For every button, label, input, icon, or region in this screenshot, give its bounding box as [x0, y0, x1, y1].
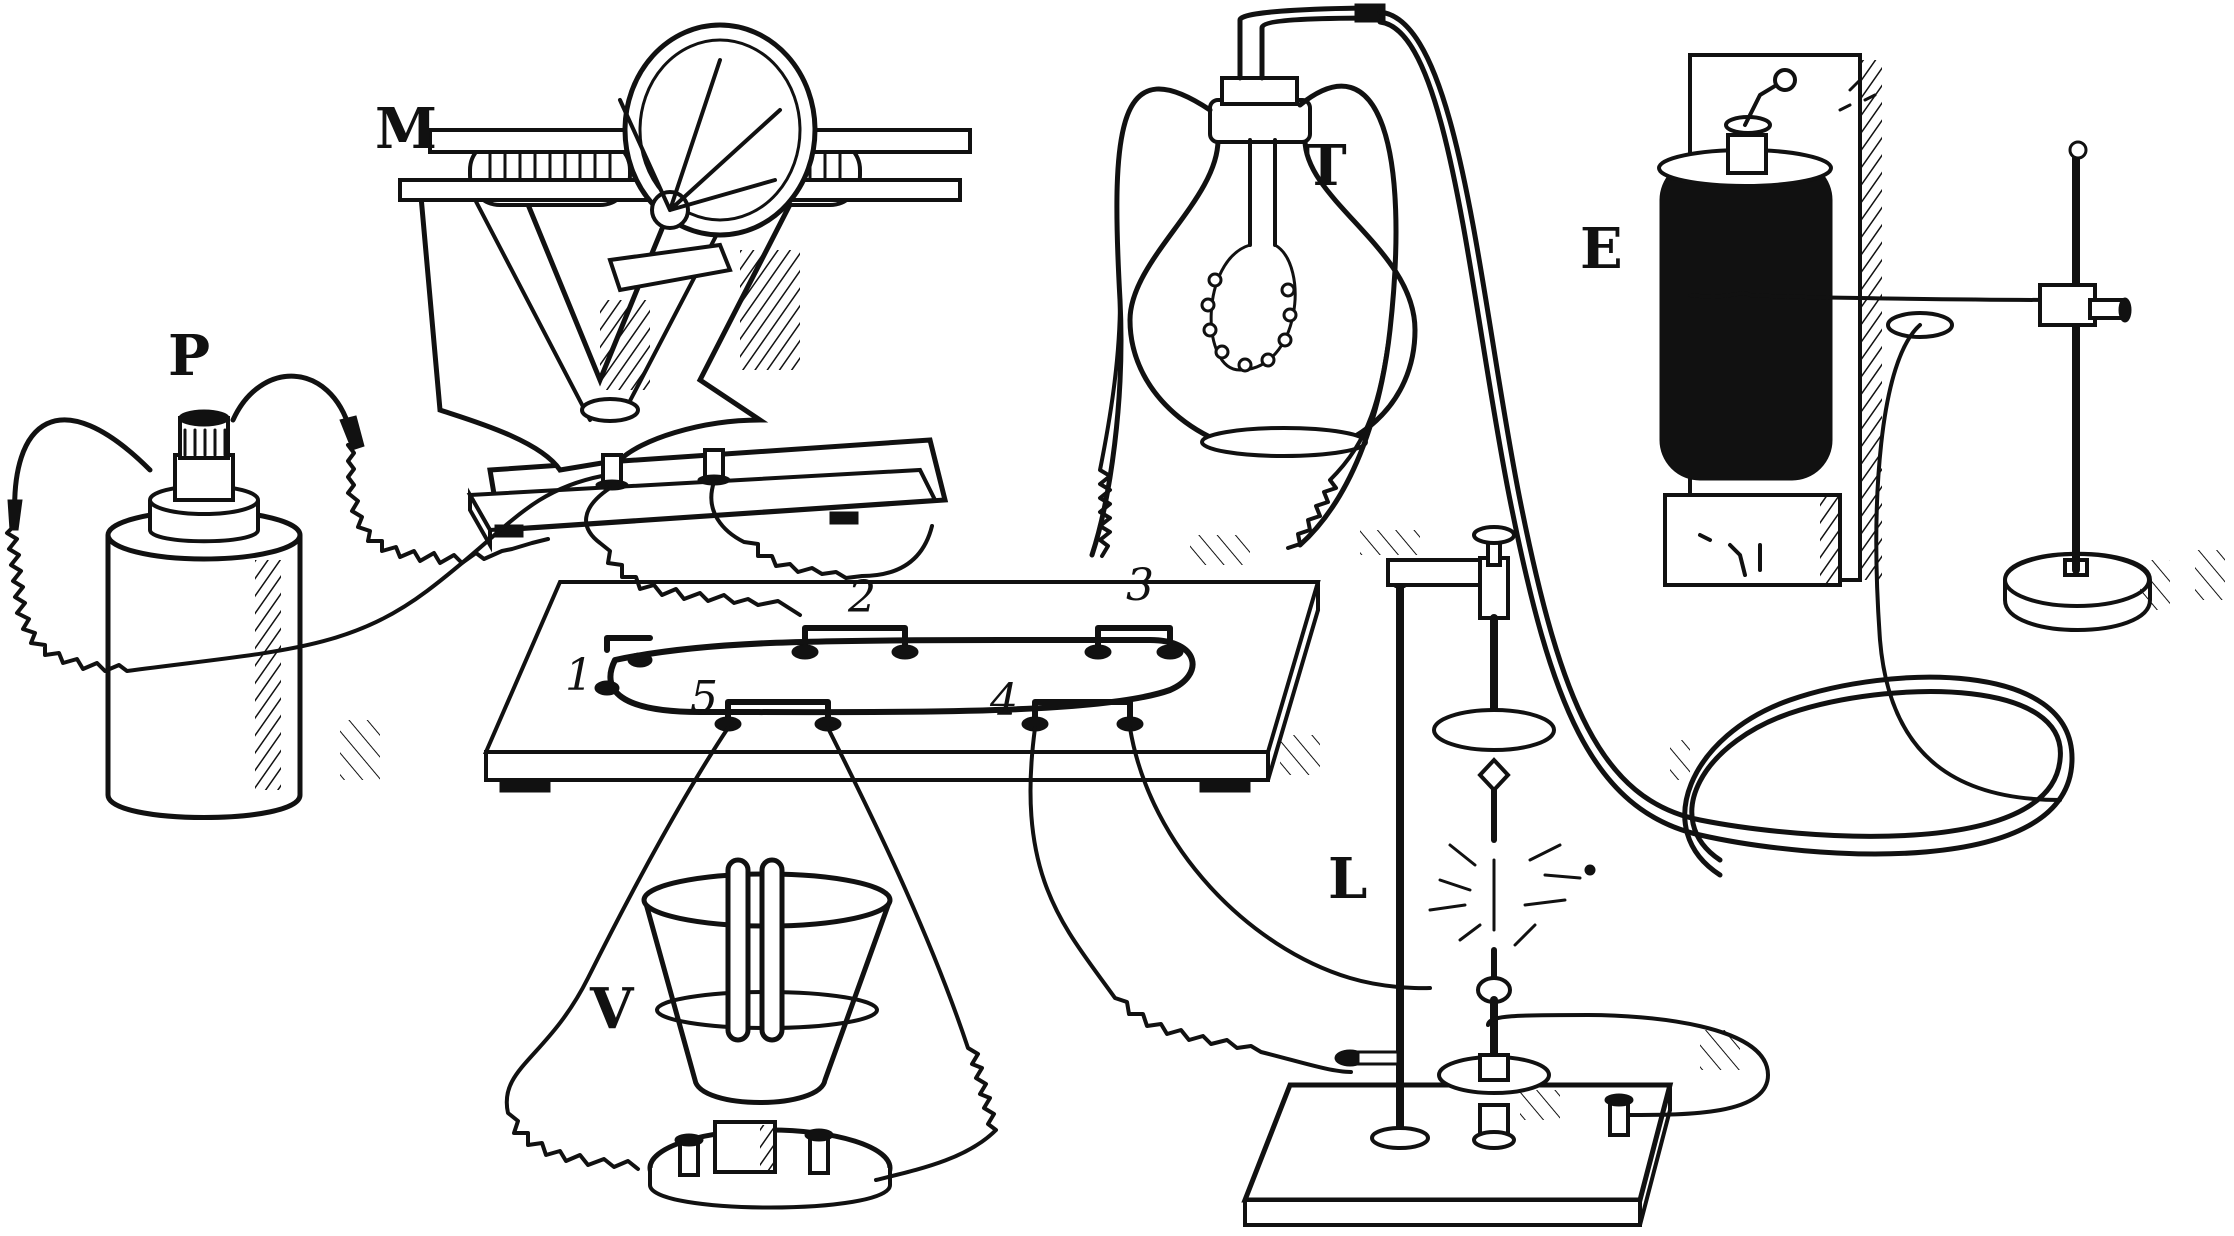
electrophorus: [1657, 53, 1882, 587]
battery-cell: [7, 373, 365, 820]
magneto-machine: [398, 22, 972, 553]
terminal-label-5: 5: [690, 672, 718, 723]
terminal-label-1: 1: [565, 650, 593, 701]
label-voltameter: V: [589, 976, 635, 1042]
label-electrophorus: E: [1580, 216, 1623, 282]
terminal-label-2: 2: [847, 572, 876, 623]
incandescent-lamp: [1089, 3, 1418, 558]
spark-apparatus: [1241, 525, 1674, 1227]
retort-stand: [1688, 140, 2170, 632]
label-lamp: T: [1305, 133, 1347, 199]
terminal-label-3: 3: [1126, 560, 1154, 611]
label-magneto: M: [375, 96, 437, 162]
hatch-shadows: [340, 530, 2225, 1120]
label-battery: P: [168, 323, 210, 389]
voltameter: [641, 857, 893, 1210]
terminal-label-4: 4: [989, 675, 1018, 726]
switchboard: [482, 580, 1321, 793]
label-spark-apparatus: L: [1328, 846, 1367, 912]
connecting-wires: [5, 9, 2075, 1182]
